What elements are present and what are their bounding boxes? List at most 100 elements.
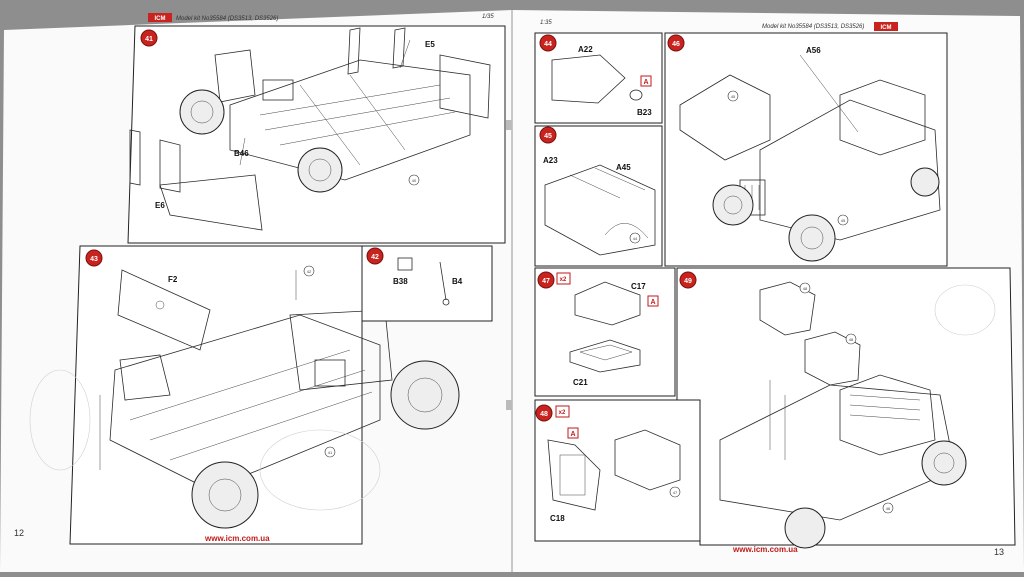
step-45-panel: 45 A23 A45 44 <box>534 125 663 267</box>
ref-number: 47 <box>673 490 678 495</box>
right-page-header: 1:35 Model kit No35584 (DS3513, DS3526) … <box>540 20 898 31</box>
step-badge <box>140 29 158 47</box>
ref-number: 40 <box>412 178 417 183</box>
part-b38-drawing <box>397 257 413 271</box>
step-number: 42 <box>371 254 379 261</box>
ref-circle <box>629 232 641 244</box>
scale-left: 1/35 <box>482 14 494 20</box>
website-right: www.icm.com.ua <box>732 545 798 554</box>
model-kit-right: Model kit No35584 (DS3513, DS3526) <box>762 24 864 30</box>
step-badge <box>85 249 103 267</box>
model-kit-left: Model kit No35584 (DS3513, DS3526) <box>176 16 278 22</box>
page-number-right: 13 <box>994 547 1004 557</box>
part-c21-drawing <box>569 339 641 373</box>
ref-circle <box>324 446 336 458</box>
step-number: 46 <box>672 41 680 48</box>
ref-number: 42 <box>307 269 312 274</box>
step-47-panel: 47 x2 A C17 C21 <box>534 267 676 397</box>
part-label: B46 <box>234 149 249 158</box>
ref-number: 48 <box>849 337 854 342</box>
seat-drawing-2 <box>804 331 861 386</box>
part-label: C21 <box>573 378 588 387</box>
marker-label: A <box>650 299 655 306</box>
part-label: C17 <box>631 282 646 291</box>
part-label: F2 <box>168 275 178 284</box>
step-number: 41 <box>145 36 153 43</box>
step-badge <box>537 271 555 289</box>
ref-circle <box>837 214 849 226</box>
ref-number: 48 <box>803 286 808 291</box>
website-left: www.icm.com.ua <box>204 534 270 543</box>
step-badge <box>539 126 557 144</box>
chassis-drawing <box>129 27 491 231</box>
multiplier-label: x2 <box>559 410 566 416</box>
part-label: A23 <box>543 156 558 165</box>
part-a22-drawing <box>551 54 626 104</box>
ref-number: 41 <box>328 450 333 455</box>
step-48-panel: 48 x2 A C18 47 <box>534 399 701 542</box>
marker-box <box>640 75 652 87</box>
staple-bottom <box>506 400 512 410</box>
step-42-panel: 42 B38 B4 <box>361 245 493 322</box>
step-number: 45 <box>544 133 552 140</box>
seat-drawing <box>614 429 681 491</box>
part-label: E5 <box>425 40 435 49</box>
step-number: 48 <box>540 411 548 418</box>
marker-box <box>647 295 659 307</box>
step-badge <box>679 271 697 289</box>
multiplier-box <box>555 405 570 418</box>
multiplier-box <box>556 272 571 285</box>
ref-number: 45 <box>841 218 846 223</box>
ref-number: 45 <box>731 94 736 99</box>
ref-number: 44 <box>633 236 638 241</box>
step-number: 43 <box>90 256 98 263</box>
part-label: A22 <box>578 45 593 54</box>
part-c17-drawing <box>574 281 641 326</box>
vehicle-body-drawing <box>29 269 460 529</box>
part-label: E6 <box>155 201 165 210</box>
part-label: A45 <box>616 163 631 172</box>
ref-circle <box>799 282 811 294</box>
part-b4-end <box>442 298 450 306</box>
scale-right: 1:35 <box>540 20 552 26</box>
icm-logo <box>148 13 172 22</box>
marker-box <box>567 427 579 439</box>
icm-logo <box>874 22 898 31</box>
part-label: C18 <box>550 514 565 523</box>
page-number-left: 12 <box>14 528 24 538</box>
part-label: A56 <box>806 46 821 55</box>
step-46-panel: 46 A56 45 45 <box>664 32 948 267</box>
step-number: 49 <box>684 278 692 285</box>
part-b23-drawing <box>629 89 643 101</box>
part-label: B23 <box>637 108 652 117</box>
staple-top <box>506 120 512 130</box>
step-49-panel: 49 48 48 46 <box>676 267 1016 549</box>
marker-label: A <box>643 79 648 86</box>
step-43-panel: 43 F2 42 41 <box>29 245 460 545</box>
part-label: B38 <box>393 277 408 286</box>
ref-circle <box>669 486 681 498</box>
brand-label: ICM <box>881 25 892 31</box>
step-41-panel: 41 E5 B46 E6 40 <box>127 25 506 244</box>
left-page-header: ICM Model kit No35584 (DS3513, DS3526) 1… <box>148 13 494 22</box>
part-c18-drawing <box>547 439 601 511</box>
part-label: B4 <box>452 277 463 286</box>
ref-circle <box>727 90 739 102</box>
hood-drawing <box>679 74 771 161</box>
marker-label: A <box>570 431 575 438</box>
hood-drawing <box>544 164 656 256</box>
step-44-panel: 44 A A22 B23 <box>534 32 663 124</box>
brand-label: ICM <box>155 16 166 22</box>
vehicle-drawing <box>759 99 941 241</box>
ref-circle <box>882 502 894 514</box>
step-badge <box>366 247 384 265</box>
step-number: 47 <box>542 278 550 285</box>
ref-circle <box>408 174 420 186</box>
ref-circle <box>845 333 857 345</box>
step-number: 44 <box>544 41 552 48</box>
multiplier-label: x2 <box>560 277 567 283</box>
step-badge <box>539 34 557 52</box>
step-badge <box>667 34 685 52</box>
part-b4-drawing <box>439 261 447 301</box>
